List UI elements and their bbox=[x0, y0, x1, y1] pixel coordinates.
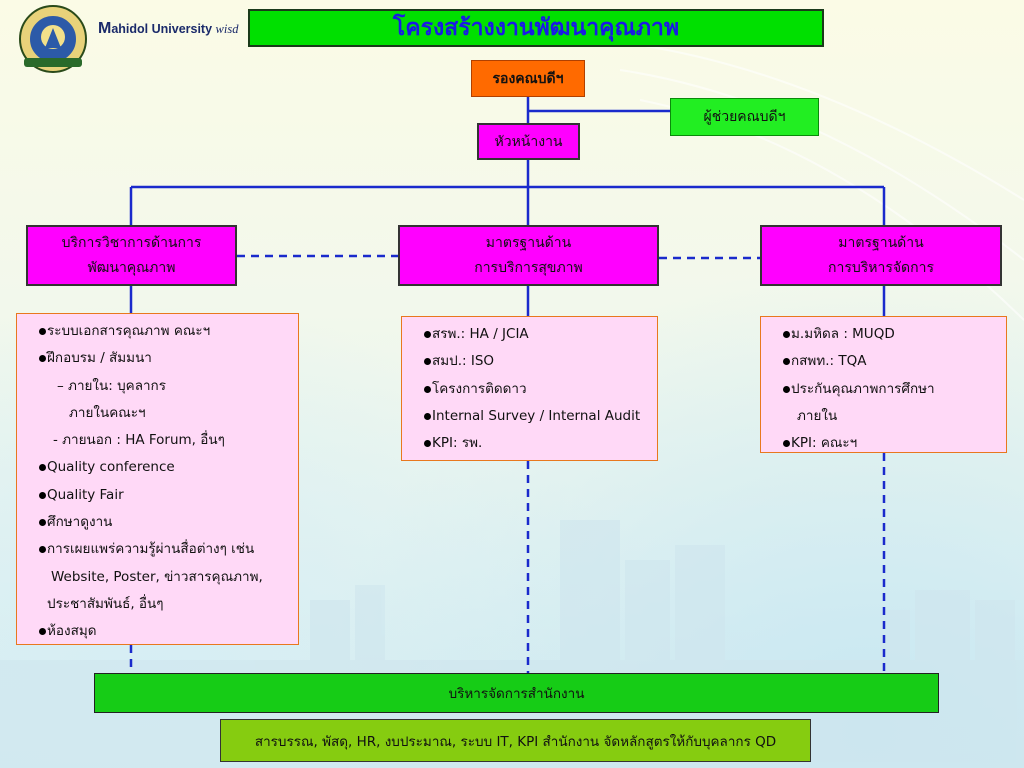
dept-health-line-2: การบริการสุขภาพ bbox=[474, 259, 583, 276]
academic-task-list: ระบบเอกสารคุณภาพ คณะฯ ฝึกอบรม / สัมมนา –… bbox=[16, 313, 299, 645]
university-name: Mahidol University wisd bbox=[98, 20, 239, 37]
dept-academic-node: บริการวิชาการด้านการ พัฒนาคุณภาพ bbox=[26, 225, 237, 286]
list-item: ระบบเอกสารคุณภาพ คณะฯ bbox=[39, 318, 292, 345]
dept-admin-line-2: การบริหารจัดการ bbox=[827, 259, 935, 276]
list-item: ภายใน bbox=[797, 407, 838, 424]
university-seal-icon bbox=[19, 5, 87, 73]
list-item: Website, Poster, ข่าวสารคุณภาพ, bbox=[51, 568, 263, 585]
head-node: หัวหน้างาน bbox=[477, 123, 580, 160]
list-item: การเผยแพร่ความรู้ผ่านสื่อต่างๆ เช่น bbox=[39, 536, 292, 563]
list-item: สมป.: ISO bbox=[424, 348, 651, 375]
list-item: KPI: รพ. bbox=[424, 430, 651, 457]
list-item: โครงการติดดาว bbox=[424, 376, 651, 403]
list-item: KPI: คณะฯ bbox=[783, 430, 1000, 457]
diagram-title: โครงสร้างงานพัฒนาคุณภาพ bbox=[248, 9, 824, 47]
office-management-node: บริหารจัดการสำนักงาน bbox=[94, 673, 939, 713]
list-item: กสพท.: TQA bbox=[783, 348, 1000, 375]
tagline-fragment: wisd bbox=[215, 22, 239, 36]
deputy-dean-node: รองคณบดีฯ bbox=[471, 60, 585, 97]
dept-health-line-1: มาตรฐานด้าน bbox=[485, 234, 572, 251]
list-item: - ภายนอก : HA Forum, อื่นๆ bbox=[53, 432, 225, 449]
admin-task-list: ม.มหิดล : MUQD กสพท.: TQA ประกันคุณภาพกา… bbox=[760, 316, 1007, 453]
list-item: – ภายใน: บุคลากร bbox=[57, 377, 166, 394]
list-item: สรพ.: HA / JCIA bbox=[424, 321, 651, 348]
dept-health-node: มาตรฐานด้าน การบริการสุขภาพ bbox=[398, 225, 659, 286]
health-task-list: สรพ.: HA / JCIA สมป.: ISO โครงการติดดาว … bbox=[401, 316, 658, 461]
list-item: ห้องสมุด bbox=[39, 618, 292, 645]
dept-academic-line-2: พัฒนาคุณภาพ bbox=[87, 259, 176, 276]
list-item: Quality conference bbox=[39, 454, 292, 481]
list-item: Internal Survey / Internal Audit bbox=[424, 403, 651, 430]
list-item: ศึกษาดูงาน bbox=[39, 509, 292, 536]
list-item: ประกันคุณภาพการศึกษา bbox=[783, 376, 1000, 403]
dept-academic-line-1: บริการวิชาการด้านการ bbox=[61, 234, 202, 251]
assistant-dean-node: ผู้ช่วยคณบดีฯ bbox=[670, 98, 819, 136]
list-item: ภายในคณะฯ bbox=[69, 404, 146, 421]
dept-admin-node: มาตรฐานด้าน การบริหารจัดการ bbox=[760, 225, 1002, 286]
dept-admin-line-1: มาตรฐานด้าน bbox=[838, 234, 924, 251]
list-item: Quality Fair bbox=[39, 482, 292, 509]
list-item: ม.มหิดล : MUQD bbox=[783, 321, 1000, 348]
list-item: ฝึกอบรม / สัมมนา bbox=[39, 345, 292, 372]
office-detail-node: สารบรรณ, พัสดุ, HR, งบประมาณ, ระบบ IT, K… bbox=[220, 719, 811, 762]
list-item: ประชาสัมพันธ์, อื่นๆ bbox=[47, 595, 164, 612]
